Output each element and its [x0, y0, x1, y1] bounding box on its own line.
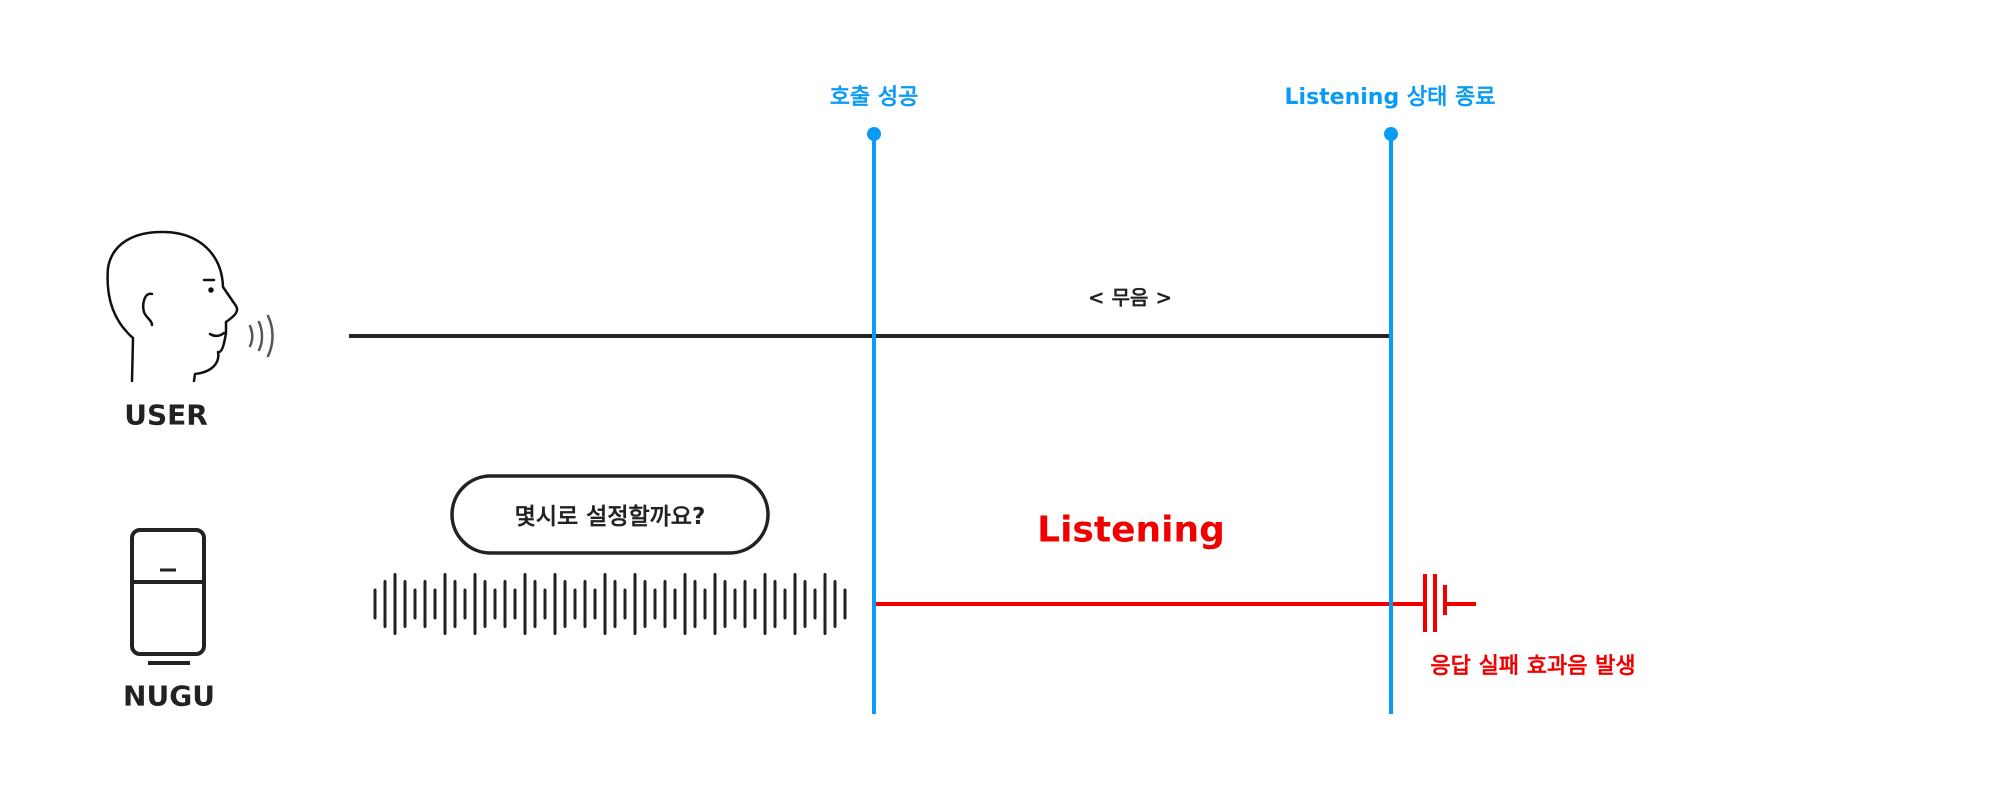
prompt-bubble-text: 몇시로 설정할까요? — [514, 504, 706, 530]
marker-listening-end — [1384, 127, 1398, 714]
silence-label: < 무음 > — [1087, 285, 1173, 310]
user-head-icon — [106, 230, 274, 383]
failure-sound-icon — [1423, 574, 1476, 632]
nugu-speaker-icon — [130, 528, 206, 665]
marker-wake-success — [867, 127, 881, 714]
listening-state-label: Listening — [1037, 509, 1225, 551]
nugu-label: NUGU — [123, 679, 215, 713]
user-label: USER — [124, 398, 208, 432]
prompt-bubble-outline — [450, 474, 770, 555]
wake-success-label: 호출 성공 — [829, 85, 919, 110]
tts-waveform — [373, 573, 847, 635]
failure-sound-label: 응답 실패 효과음 발생 — [1430, 654, 1636, 679]
listening-end-label: Listening 상태 종료 — [1284, 85, 1496, 110]
